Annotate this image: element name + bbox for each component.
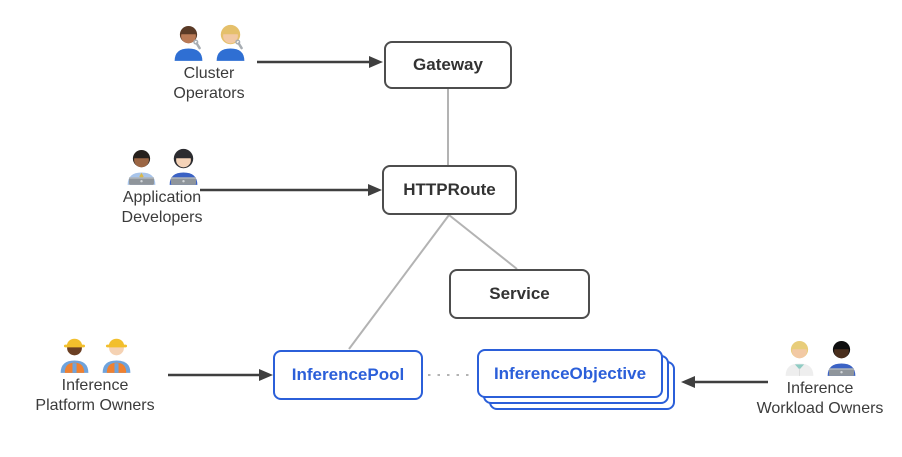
man-construction-worker-emoji — [102, 338, 130, 373]
arrow-platform-owners-to-inferencepool — [168, 369, 273, 381]
man-technologist-emoji — [127, 149, 155, 185]
woman-mechanic-emoji — [216, 24, 244, 61]
persona-label-line: Inference — [61, 377, 129, 394]
node-httproute: HTTPRoute — [382, 165, 517, 215]
node-service-label: Service — [489, 284, 550, 303]
persona-cluster-operators-label: Cluster Operators — [129, 64, 289, 103]
cluster-operators-icons — [129, 22, 289, 62]
persona-inference-workload-owners: Inference Workload Owners — [740, 337, 900, 418]
woman-construction-worker-emoji — [60, 338, 88, 373]
persona-label-line: Inference — [786, 380, 854, 397]
persona-label-line: Developers — [121, 208, 203, 226]
node-service: Service — [449, 269, 590, 319]
node-inference-objective: InferenceObjective — [477, 349, 663, 398]
man-mechanic-emoji — [174, 25, 202, 61]
persona-application-developers: Application Developers — [82, 146, 242, 227]
node-inference-pool: InferencePool — [273, 350, 423, 400]
inference-workload-owners-icons — [740, 337, 900, 377]
arrow-application-developers-to-httproute — [200, 184, 382, 196]
persona-inference-platform-owners: Inference Platform Owners — [15, 334, 175, 415]
persona-label-line: Workload Owners — [756, 399, 884, 417]
arrow-workload-owners-to-inferenceobjective — [681, 376, 768, 388]
persona-inference-workload-owners-label: Inference Workload Owners — [740, 379, 900, 418]
persona-cluster-operators: Cluster Operators — [129, 22, 289, 103]
node-inference-pool-label: InferencePool — [291, 365, 405, 384]
node-gateway-label: Gateway — [413, 55, 483, 74]
man-technologist-dark-emoji — [827, 340, 855, 376]
node-inference-objective-stack: InferenceObjective — [477, 349, 675, 410]
node-gateway: Gateway — [384, 41, 512, 89]
persona-label-line: Cluster — [183, 65, 235, 82]
persona-label-line: Platform Owners — [35, 396, 155, 414]
persona-label-line: Operators — [173, 84, 245, 102]
health-worker-emoji — [785, 340, 813, 376]
node-inference-objective-label: InferenceObjective — [493, 363, 647, 383]
node-httproute-label: HTTPRoute — [403, 180, 496, 199]
persona-application-developers-label: Application Developers — [82, 188, 242, 227]
edge-httproute-to-inferencepool — [348, 214, 450, 350]
arrow-cluster-operators-to-gateway — [257, 56, 383, 68]
persona-label-line: Application — [122, 189, 202, 206]
inference-platform-owners-icons — [15, 334, 175, 374]
woman-technologist-emoji — [169, 148, 197, 185]
persona-inference-platform-owners-label: Inference Platform Owners — [15, 376, 175, 415]
edge-httproute-to-service — [448, 214, 518, 270]
application-developers-icons — [82, 146, 242, 186]
